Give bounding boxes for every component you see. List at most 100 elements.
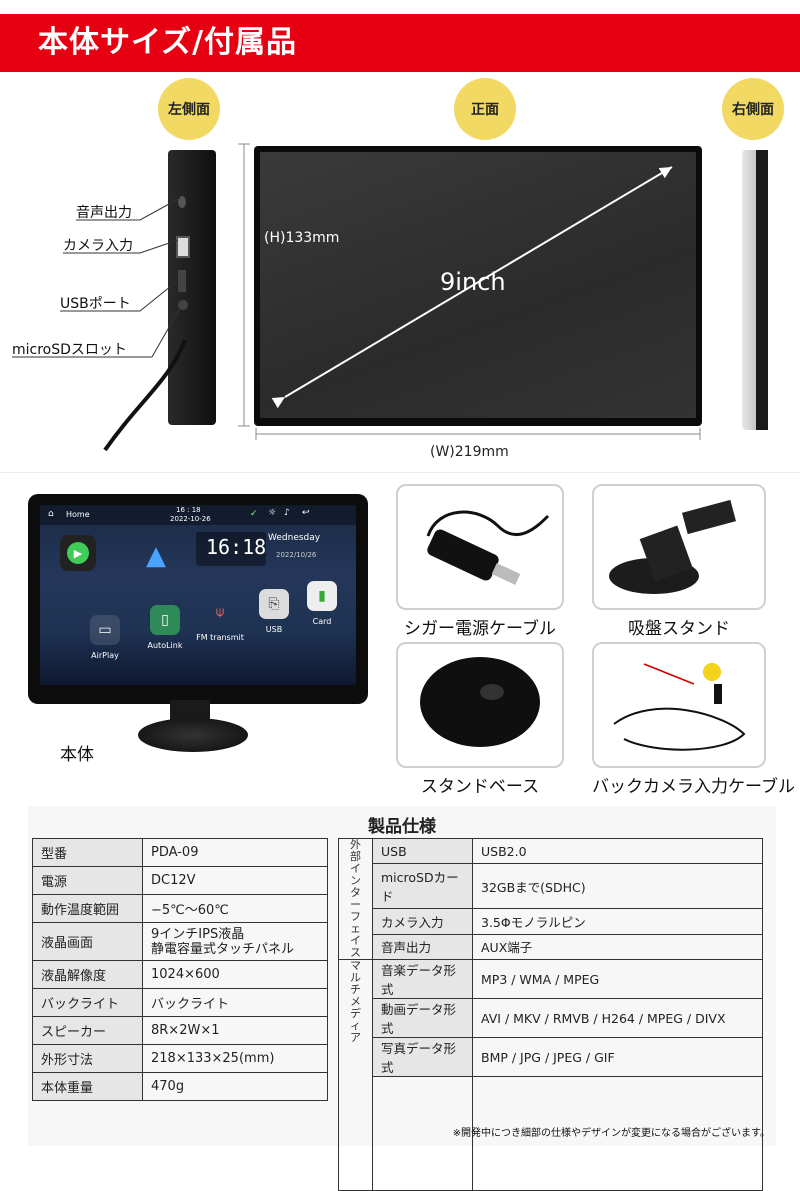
clock-digits: 16:18 [206, 535, 267, 559]
spec-value: BMP / JPG / JPEG / GIF [472, 1037, 763, 1077]
home-label: Home [66, 510, 90, 519]
back-icon[interactable]: ↩ [302, 508, 310, 518]
spec-label: microSDカード [372, 863, 473, 910]
spec-value: 3.5Φモノラルピン [472, 908, 763, 935]
screen-size-label: 9inch [440, 268, 506, 296]
spec-value: −5℃〜60℃ [142, 894, 328, 923]
app-fm-label: FM transmit [196, 633, 244, 642]
camera-cable-icon [613, 663, 746, 751]
left-view-badge: 左側面 [158, 78, 220, 140]
accessory-stand-base-image [396, 642, 564, 768]
brightness-icon[interactable]: ☼ [268, 508, 277, 518]
section-header: 本体サイズ/付属品 [0, 14, 800, 72]
app-card[interactable]: ▮ Card [302, 581, 342, 626]
spec-value: AVI / MKV / RMVB / H264 / MPEG / DIVX [472, 998, 763, 1038]
port-label-audio: 音声出力 [76, 205, 132, 221]
spec-label: バックライト [32, 988, 143, 1017]
spec-value: USB2.0 [472, 837, 763, 865]
port-pointer-lines [12, 197, 181, 358]
spec-label: 写真データ形式 [372, 1037, 473, 1077]
port-label-camera: カメラ入力 [63, 238, 133, 254]
table-row: 液晶画面 9インチIPS液晶 静電容量式タッチパネル [32, 922, 328, 961]
clock-widget [196, 532, 266, 566]
accessory-cig-cable-label: シガー電源ケーブル [404, 619, 556, 639]
group-interface: 外部インターフェイス [338, 838, 373, 960]
spec-label: 外形寸法 [32, 1044, 143, 1073]
width-label: (W)219mm [430, 444, 509, 460]
spec-value: PDA-09 [142, 838, 328, 867]
group-interface-label: 外部インターフェイス [350, 838, 361, 959]
table-row: バックライトバックライト [32, 988, 328, 1017]
app-usb-label: USB [265, 625, 283, 634]
accessory-cig-cable-image [396, 484, 564, 610]
height-label: (H)133mm [264, 230, 340, 246]
table-row: 動作温度範囲−5℃〜60℃ [32, 894, 328, 923]
device-cable [103, 339, 187, 452]
body-label: 本体 [60, 745, 94, 765]
spec-value: バックライト [142, 988, 328, 1017]
front-view-badge: 正面 [454, 78, 516, 140]
spec-label: 電源 [32, 866, 143, 895]
spec-value-line2: 静電容量式タッチパネル [151, 941, 295, 957]
accessory-camera-cable-label: バックカメラ入力ケーブル [592, 777, 795, 797]
right-side-bezel [756, 150, 768, 430]
spec-note: ※開発中につき細部の仕様やデザインが変更になる場合がございます。 [452, 1128, 770, 1139]
app-usb[interactable]: ⎘ USB [254, 589, 294, 634]
spec-value: MP3 / WMA / MPEG [472, 959, 763, 999]
usb-port [176, 236, 190, 258]
spec-label: スピーカー [32, 1016, 143, 1045]
app-card-label: Card [312, 617, 332, 626]
volume-icon[interactable]: ♪ [284, 508, 290, 518]
status-date: 2022-10-26 [170, 515, 211, 523]
spec-value: DC12V [142, 866, 328, 895]
accessory-stand-base-label: スタンドベース [420, 777, 540, 797]
stand-suction-cup [138, 718, 248, 752]
autolink-icon: ▯ [150, 605, 180, 635]
spec-label: 音楽データ形式 [372, 959, 473, 999]
usb-app-icon: ⎘ [259, 589, 289, 619]
spec-value-line1: 9インチIPS液晶 [151, 926, 245, 942]
clock-date: 2022/10/26 [276, 551, 317, 559]
spec-label: 液晶解像度 [32, 960, 143, 989]
port-label-usb: USBポート [60, 296, 131, 312]
status-bar [40, 505, 356, 525]
diagonal-arrow [271, 166, 673, 409]
connect-icon[interactable]: ✓ [250, 509, 258, 519]
cig-cable-icon [426, 510, 550, 585]
accessory-suction-stand-image [592, 484, 766, 610]
table-row: マルチメディア 音楽データ形式 MP3 / WMA / MPEG [338, 959, 763, 1191]
android-auto-icon[interactable]: ▲ [146, 541, 166, 571]
spec-value: 218×133×25(mm) [142, 1044, 328, 1073]
spec-value: 1024×600 [142, 960, 328, 989]
spec-value: 32GBまで(SDHC) [472, 863, 763, 910]
app-fm-transmit[interactable]: ⍦ FM transmit [192, 597, 248, 642]
spec-label: 動画データ形式 [372, 998, 473, 1038]
app-airplay-label: AirPlay [91, 651, 119, 660]
spec-title: 製品仕様 [368, 817, 436, 837]
spec-label: USB [372, 837, 473, 865]
card-app-icon: ▮ [307, 581, 337, 611]
table-row: 外部インターフェイス USB USB2.0 [338, 837, 763, 960]
fm-icon: ⍦ [215, 604, 225, 620]
left-side-device [168, 150, 216, 425]
spec-label: 型番 [32, 838, 143, 867]
home-icon[interactable]: ⌂ [48, 509, 54, 519]
spec-value: 8R×2W×1 [142, 1016, 328, 1045]
spec-value: 9インチIPS液晶 静電容量式タッチパネル [142, 922, 328, 961]
app-autolink[interactable]: ▯ AutoLink [140, 605, 190, 650]
accessory-camera-cable-image [592, 642, 766, 768]
airplay-icon: ▭ [90, 615, 120, 645]
carplay-app-icon[interactable]: ▶ [60, 535, 96, 571]
app-airplay[interactable]: ▭ AirPlay [80, 615, 130, 660]
device-home-screen: ⌂ Home 16 : 18 2022-10-26 ✓ ☼ ♪ ↩ 16:18 … [40, 505, 356, 685]
